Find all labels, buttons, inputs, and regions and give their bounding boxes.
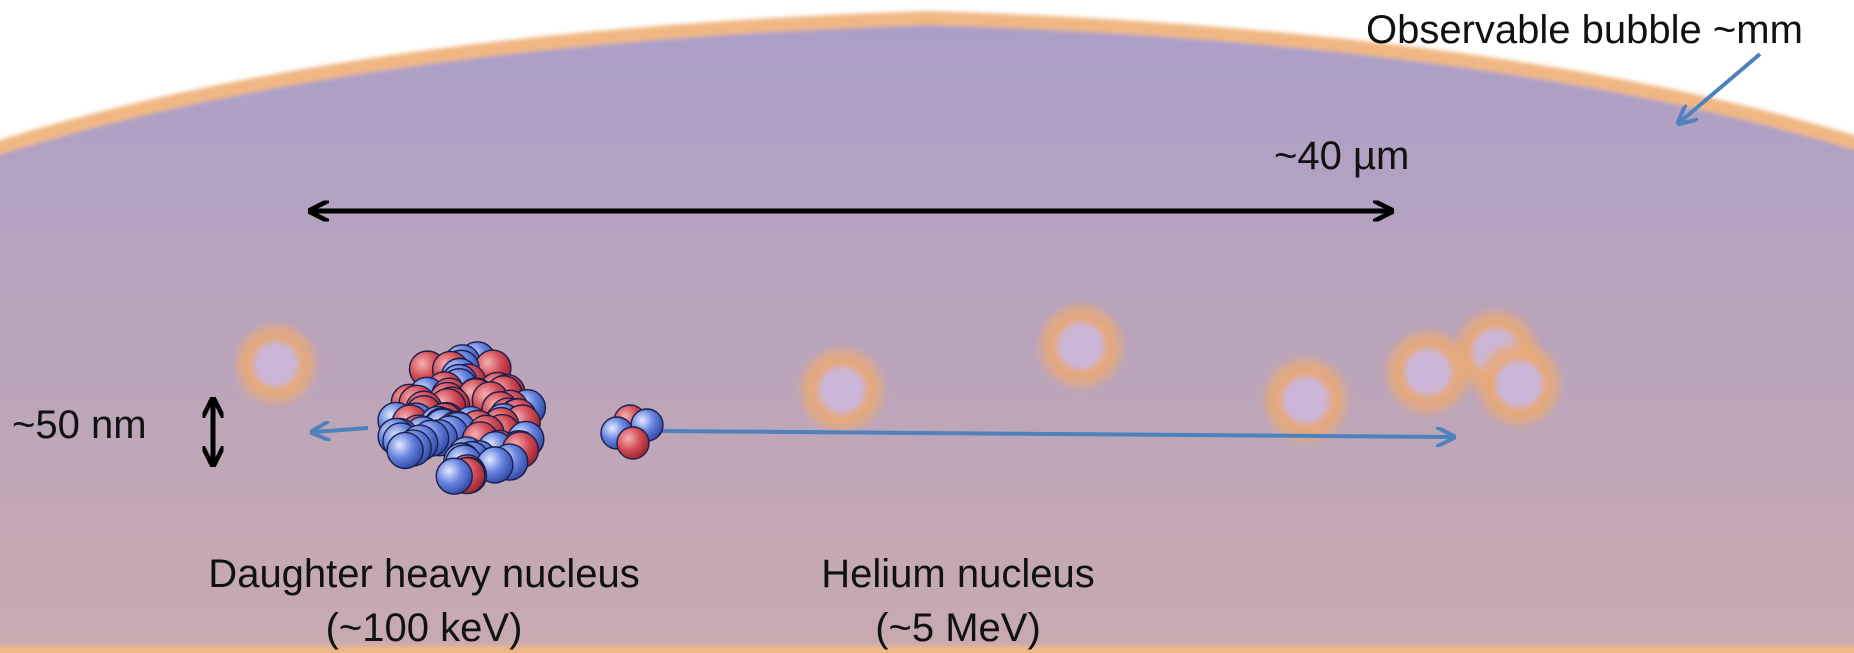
daughter-energy-label: (~100 keV) [326,606,523,650]
nucleation-site [1260,354,1352,446]
nucleation-site [232,320,320,408]
nucleation-site [1035,300,1127,392]
helium-nucleus-label: Helium nucleus [821,552,1094,596]
neutron-ball [387,432,423,468]
observable-bubble-label: Observable bubble ~mm [1366,8,1803,52]
nucleation-site [1473,338,1565,430]
daughter-nucleus-label: Daughter heavy nucleus [208,552,639,596]
helium-energy-label: (~5 MeV) [875,606,1041,650]
neutron-ball [436,458,472,494]
bubble-size-label: ~50 nm [12,403,147,447]
track-length-label: ~40 µm [1274,134,1409,178]
proton-ball [617,427,649,459]
nucleation-site [796,344,888,436]
